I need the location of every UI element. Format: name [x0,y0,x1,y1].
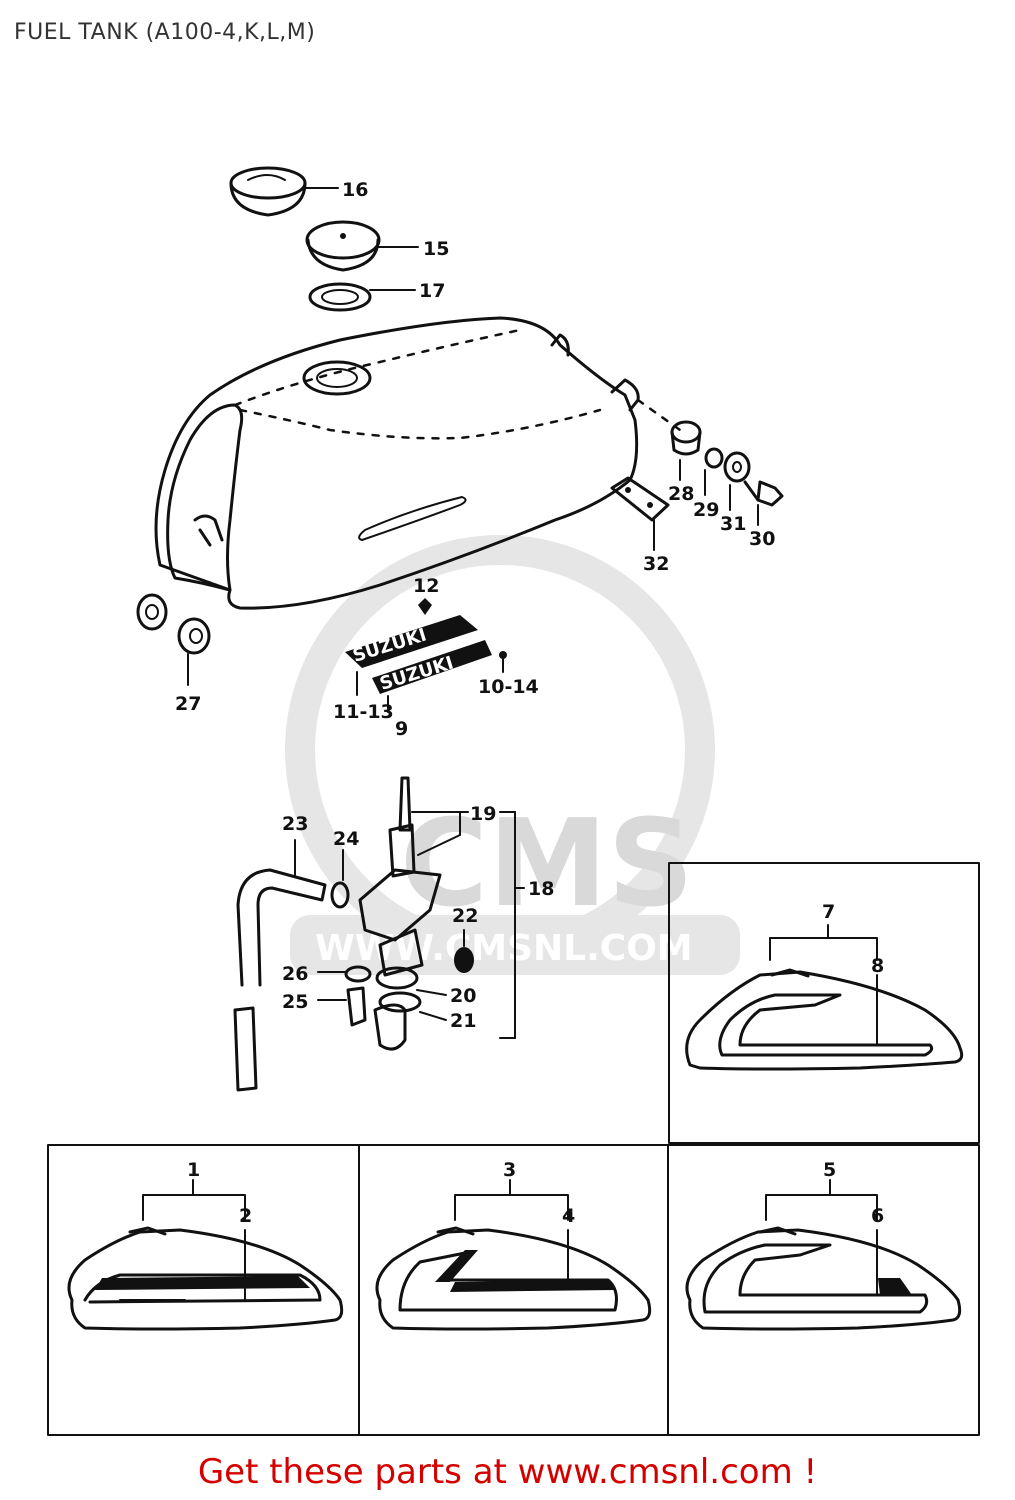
gasket-21[interactable] [378,991,422,1013]
cushion-27[interactable] [136,593,211,686]
label-32: 32 [643,553,669,575]
label-21: 21 [450,1010,476,1032]
fuel-hose-23[interactable] [233,839,327,1092]
emblem-12-pin[interactable] [418,598,432,615]
label-12: 12 [413,575,439,597]
label-24: 24 [333,828,359,850]
label-3: 3 [503,1159,516,1181]
label-25: 25 [282,991,308,1013]
emblem-text-left: SUZUKI [350,625,429,667]
mount-rubber-28[interactable] [670,420,702,456]
label-27: 27 [175,693,201,715]
tank-variant-5-6[interactable] [685,1226,962,1331]
label-23: 23 [282,813,308,835]
label-4: 4 [562,1205,575,1227]
cap-gasket-17[interactable] [308,282,416,312]
oring-20[interactable] [375,966,419,990]
washer-31[interactable] [723,451,751,483]
label-28: 28 [668,483,694,505]
tank-variant-1-2[interactable] [67,1226,344,1331]
bracket-32[interactable] [610,476,670,551]
label-1: 1 [187,1159,200,1181]
label-29: 29 [693,499,719,521]
filter-cup-22[interactable] [454,947,474,973]
label-17: 17 [419,280,445,302]
fuel-cock-assembly-18[interactable] [358,776,442,1051]
fuel-cap-16[interactable] [229,166,339,217]
label-8: 8 [871,955,884,977]
panel-box-5-6 [667,1144,980,1436]
label-22: 22 [452,905,478,927]
watermark-logo-text: CMS [400,795,694,934]
label-7: 7 [822,901,835,923]
label-31: 31 [720,513,746,535]
label-19: 19 [470,803,496,825]
label-30: 30 [749,528,775,550]
fuel-cap-15[interactable] [305,220,419,272]
label-10-14: 10-14 [478,676,539,698]
screw-25[interactable] [317,986,367,1027]
tank-variant-7-8[interactable] [685,968,964,1071]
collar-29[interactable] [704,447,724,469]
watermark-url: WWW.CMSNL.COM [315,928,693,969]
label-26: 26 [282,963,308,985]
diagram-title: FUEL TANK (A100-4,K,L,M) [14,20,316,45]
label-9: 9 [395,718,408,740]
clip-24[interactable] [330,849,350,909]
label-15: 15 [423,238,449,260]
fuel-tank-main[interactable] [154,316,682,610]
label-11-13: 11-13 [333,701,394,723]
label-2: 2 [239,1205,252,1227]
label-5: 5 [823,1159,836,1181]
watermark: CMS WWW.CMSNL.COM [285,535,740,975]
label-6: 6 [871,1205,884,1227]
label-20: 20 [450,985,476,1007]
washer-26[interactable] [317,965,372,983]
bolt-30[interactable] [743,480,784,507]
label-18: 18 [528,878,554,900]
tank-variant-3-4[interactable] [375,1226,652,1331]
footer-link-text[interactable]: Get these parts at www.cmsnl.com ! [197,1452,818,1492]
label-16: 16 [342,179,368,201]
panel-box-7-8 [668,862,980,1144]
